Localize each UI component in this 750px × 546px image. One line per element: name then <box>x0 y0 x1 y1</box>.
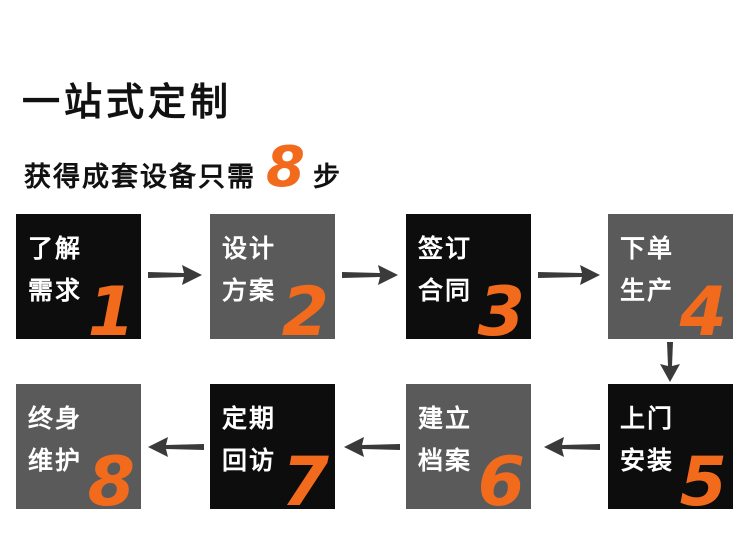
subtitle-prefix: 获得成套设备只需 <box>24 162 256 193</box>
step-box-2: 设计 方案 2 <box>210 214 335 347</box>
step-label-line2: 方案 <box>222 276 277 305</box>
step-label: 了解 需求 <box>28 228 82 312</box>
step-box-3: 签订 合同 3 <box>406 214 531 347</box>
step-label-line1: 定期 <box>222 404 277 433</box>
step-number: 7 <box>281 443 329 522</box>
subtitle-suffix: 步 <box>312 162 340 193</box>
step-number: 3 <box>477 273 525 352</box>
step-label-line2: 安装 <box>620 446 675 475</box>
step-box-5: 上门 安装 5 <box>608 384 733 517</box>
step-label: 终身 维护 <box>28 398 82 482</box>
step-label-line2: 需求 <box>28 276 83 305</box>
step-box-8: 终身 维护 8 <box>16 384 141 517</box>
step-label: 签订 合同 <box>418 228 472 312</box>
arrow-down-icon <box>660 342 680 382</box>
step-label-line2: 回访 <box>222 446 277 475</box>
step-number: 6 <box>477 443 525 522</box>
step-label-line1: 终身 <box>28 404 83 433</box>
step-label-line1: 上门 <box>620 404 675 433</box>
step-label: 定期 回访 <box>222 398 276 482</box>
step-box-4: 下单 生产 4 <box>608 214 733 347</box>
step-label-line1: 了解 <box>28 234 83 263</box>
step-label: 设计 方案 <box>222 228 276 312</box>
step-number: 2 <box>281 273 329 352</box>
step-label-line1: 建立 <box>418 404 473 433</box>
step-label: 上门 安装 <box>620 398 674 482</box>
step-box-7: 定期 回访 7 <box>210 384 335 517</box>
arrow-left-icon <box>148 437 204 457</box>
step-number: 5 <box>679 443 727 522</box>
step-number: 4 <box>679 273 727 352</box>
step-label-line2: 合同 <box>418 276 473 305</box>
step-label-line2: 维护 <box>28 446 83 475</box>
step-number: 8 <box>87 443 135 522</box>
page-title: 一站式定制 <box>22 80 233 124</box>
step-label-line1: 下单 <box>620 234 675 263</box>
step-label-line1: 签订 <box>418 234 473 263</box>
page-subtitle: 获得成套设备只需 8 步 <box>24 140 340 196</box>
step-label-line1: 设计 <box>222 234 277 263</box>
step-box-1: 了解 需求 1 <box>16 214 141 347</box>
step-box-6: 建立 档案 6 <box>406 384 531 517</box>
arrow-left-icon <box>344 437 400 457</box>
step-label: 下单 生产 <box>620 228 674 312</box>
arrow-right-icon <box>148 265 202 285</box>
step-label-line2: 档案 <box>418 446 473 475</box>
arrow-left-icon <box>544 437 600 457</box>
arrow-right-icon <box>342 265 398 285</box>
step-label: 建立 档案 <box>418 398 472 482</box>
subtitle-step-count: 8 <box>266 135 305 200</box>
step-label-line2: 生产 <box>620 276 675 305</box>
step-number: 1 <box>87 273 135 352</box>
arrow-right-icon <box>538 265 600 285</box>
